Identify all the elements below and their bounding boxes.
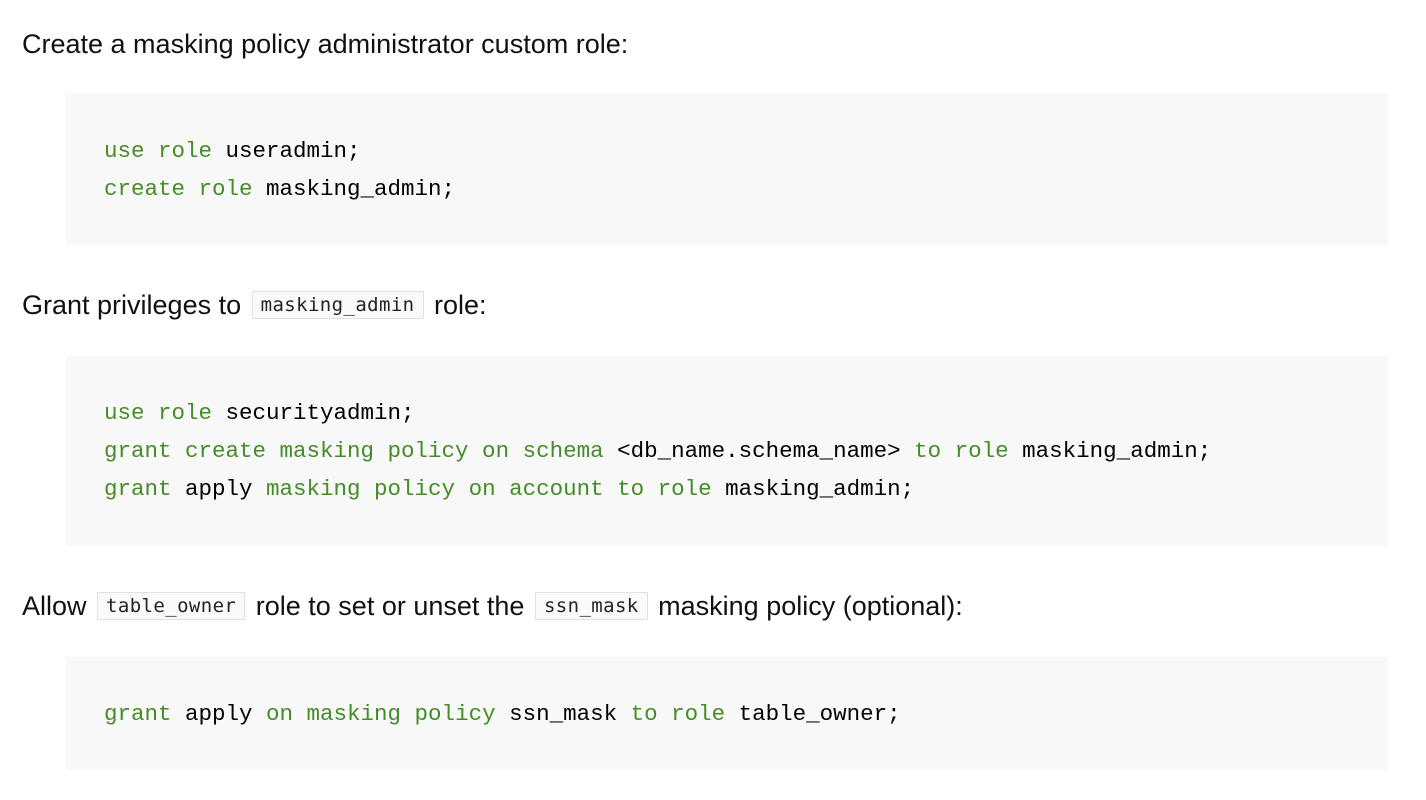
code-identifier: masking_admin; bbox=[1022, 438, 1212, 464]
code-keyword: to role bbox=[617, 701, 739, 727]
code-line: grant apply masking policy on account to… bbox=[104, 475, 914, 503]
paragraph-create-role: Create a masking policy administrator cu… bbox=[22, 27, 628, 61]
code-identifier: useradmin; bbox=[225, 138, 361, 164]
code-keyword: to role bbox=[900, 438, 1023, 464]
code-identifier: apply bbox=[185, 476, 253, 502]
code-block-grant-apply: grant apply on masking policy ssn_mask t… bbox=[66, 657, 1388, 770]
code-keyword: grant create masking policy on schema bbox=[104, 438, 618, 464]
code-identifier: masking_admin; bbox=[725, 476, 915, 502]
code-keyword: masking policy on account to role bbox=[252, 476, 726, 502]
inline-code-table-owner: table_owner bbox=[97, 592, 246, 620]
code-identifier: table_owner; bbox=[738, 701, 901, 727]
code-line: use role useradmin; bbox=[104, 137, 361, 165]
code-identifier: securityadmin; bbox=[225, 400, 415, 426]
code-identifier: apply bbox=[185, 701, 253, 727]
code-line: create role masking_admin; bbox=[104, 175, 455, 203]
paragraph-text: Create a masking policy administrator cu… bbox=[22, 29, 629, 59]
code-line: grant create masking policy on schema <d… bbox=[104, 437, 1211, 465]
code-identifier: ssn_mask bbox=[509, 701, 618, 727]
code-identifier: <db_name.schema_name> bbox=[617, 438, 901, 464]
paragraph-grant-privileges: Grant privileges to masking_admin role: bbox=[22, 288, 487, 322]
paragraph-text: role: bbox=[426, 290, 487, 320]
code-keyword: use role bbox=[104, 138, 226, 164]
inline-code-masking-admin: masking_admin bbox=[251, 291, 424, 319]
code-block-create-role: use role useradmin; create role masking_… bbox=[66, 93, 1388, 245]
paragraph-text: role to set or unset the bbox=[248, 591, 532, 621]
paragraph-text: Grant privileges to bbox=[22, 290, 249, 320]
code-keyword: use role bbox=[104, 400, 226, 426]
inline-code-ssn-mask: ssn_mask bbox=[534, 592, 648, 620]
code-keyword: grant bbox=[104, 476, 186, 502]
code-keyword: grant bbox=[104, 701, 186, 727]
code-line: grant apply on masking policy ssn_mask t… bbox=[104, 700, 901, 728]
code-line: use role securityadmin; bbox=[104, 399, 415, 427]
paragraph-allow-table-owner: Allow table_owner role to set or unset t… bbox=[22, 589, 963, 623]
code-keyword: create role bbox=[104, 176, 267, 202]
paragraph-text: masking policy (optional): bbox=[650, 591, 963, 621]
paragraph-text: Allow bbox=[22, 591, 95, 621]
code-identifier: masking_admin; bbox=[266, 176, 456, 202]
code-keyword: on masking policy bbox=[252, 701, 510, 727]
code-block-grant-privileges: use role securityadmin; grant create mas… bbox=[66, 356, 1388, 546]
